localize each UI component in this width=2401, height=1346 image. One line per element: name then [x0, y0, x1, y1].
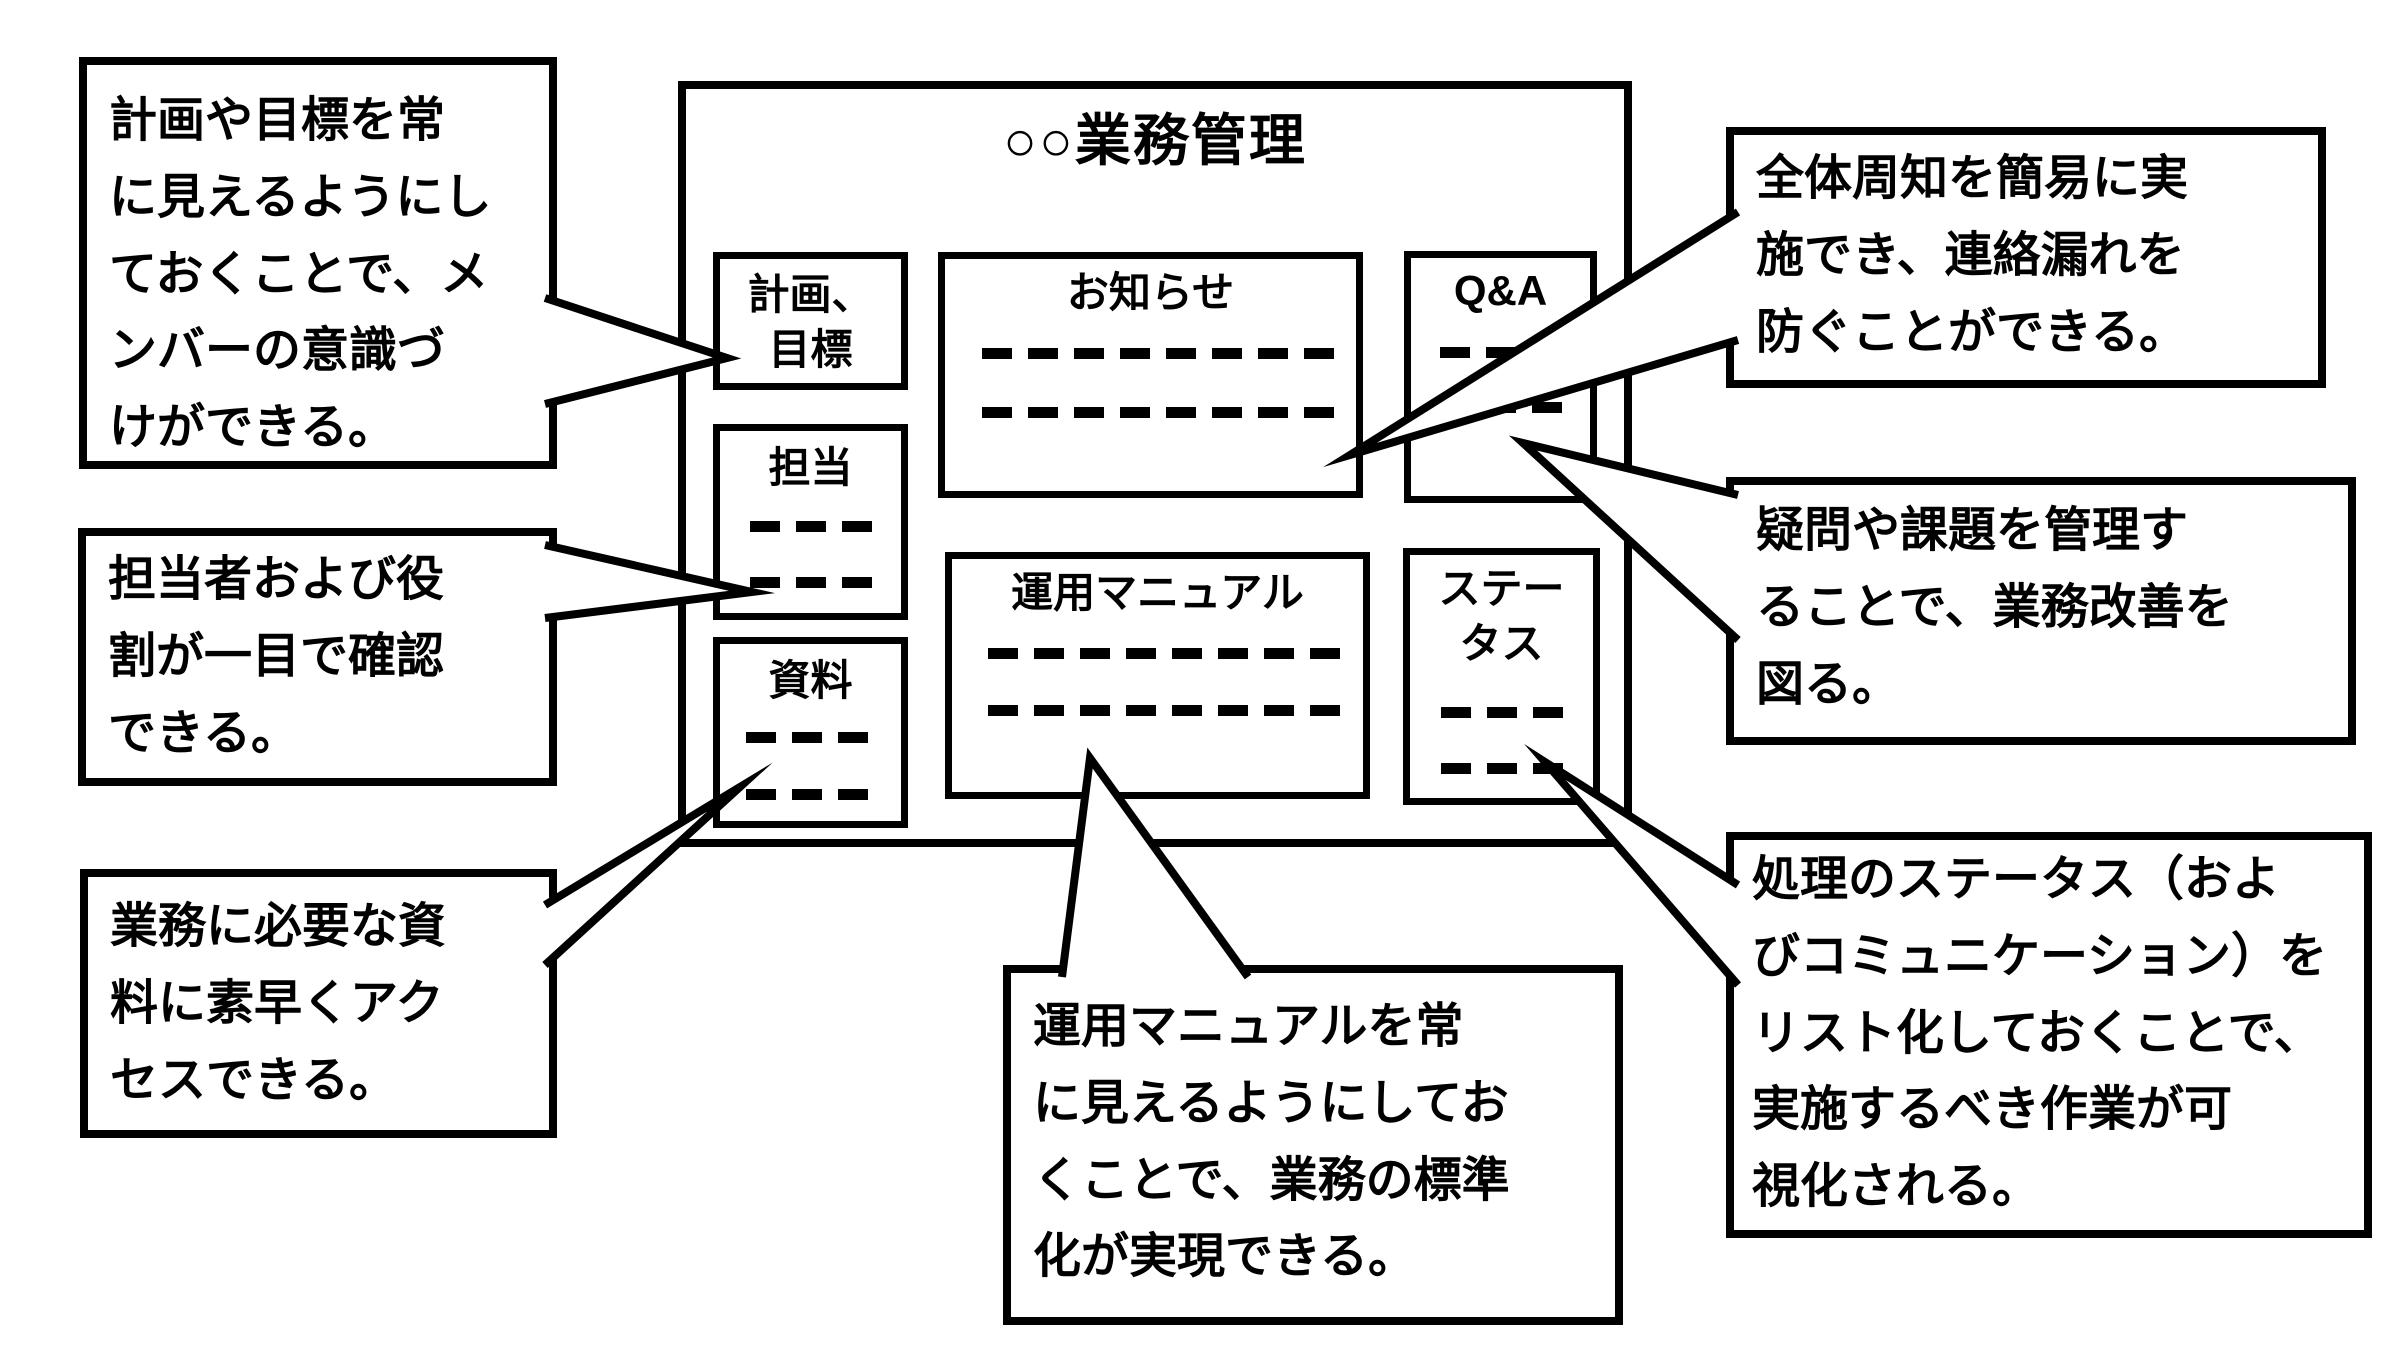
- placeholder-dashes: [982, 348, 1334, 359]
- placeholder-dashes: [1441, 707, 1563, 718]
- callout-status: 処理のステータス（およ びコミュニケーション）を リスト化しておくことで、 実施…: [1726, 832, 2372, 1238]
- callout-operation-manual: 運用マニュアルを常 に見えるようにしてお くことで、業務の標準 化が実現できる。: [1003, 965, 1623, 1325]
- panel-documents-label: 資料: [768, 657, 853, 704]
- callout-announcements: 全体周知を簡易に実 施でき、連絡漏れを 防ぐことができる。: [1726, 127, 2326, 388]
- placeholder-dashes: [982, 407, 1334, 418]
- panel-operation-manual-label: 運用マニュアル: [1011, 569, 1304, 616]
- callout-plan-goal: 計画や目標を常 に見えるようにし ておくことで、メ ンバーの意識づ けができる。: [79, 57, 557, 469]
- callout-documents: 業務に必要な資 料に素早くアク セスできる。: [80, 869, 557, 1138]
- placeholder-dashes: [746, 732, 868, 743]
- panel-announcements: [938, 252, 1363, 498]
- placeholder-dashes: [988, 648, 1340, 659]
- panel-qa-label: Q&A: [1453, 267, 1548, 314]
- callout-qa: 疑問や課題を管理す ることで、業務改善を 図る。: [1726, 477, 2356, 745]
- placeholder-dashes: [746, 789, 868, 800]
- placeholder-dashes: [750, 521, 872, 532]
- placeholder-dashes: [1440, 347, 1562, 358]
- placeholder-dashes: [750, 577, 872, 588]
- panel-announcements-label: お知らせ: [1066, 269, 1235, 316]
- placeholder-dashes: [988, 705, 1340, 716]
- panel-assignee-label: 担当: [768, 444, 853, 491]
- placeholder-dashes: [1440, 402, 1562, 413]
- placeholder-dashes: [1441, 763, 1563, 774]
- callout-assignee: 担当者および役 割が一目で確認 できる。: [78, 528, 557, 786]
- panel-plan-goal-label: 計画、 目標: [747, 271, 874, 373]
- panel-status-label: ステー タス: [1438, 565, 1565, 667]
- board-title: ○○業務管理: [1003, 109, 1307, 172]
